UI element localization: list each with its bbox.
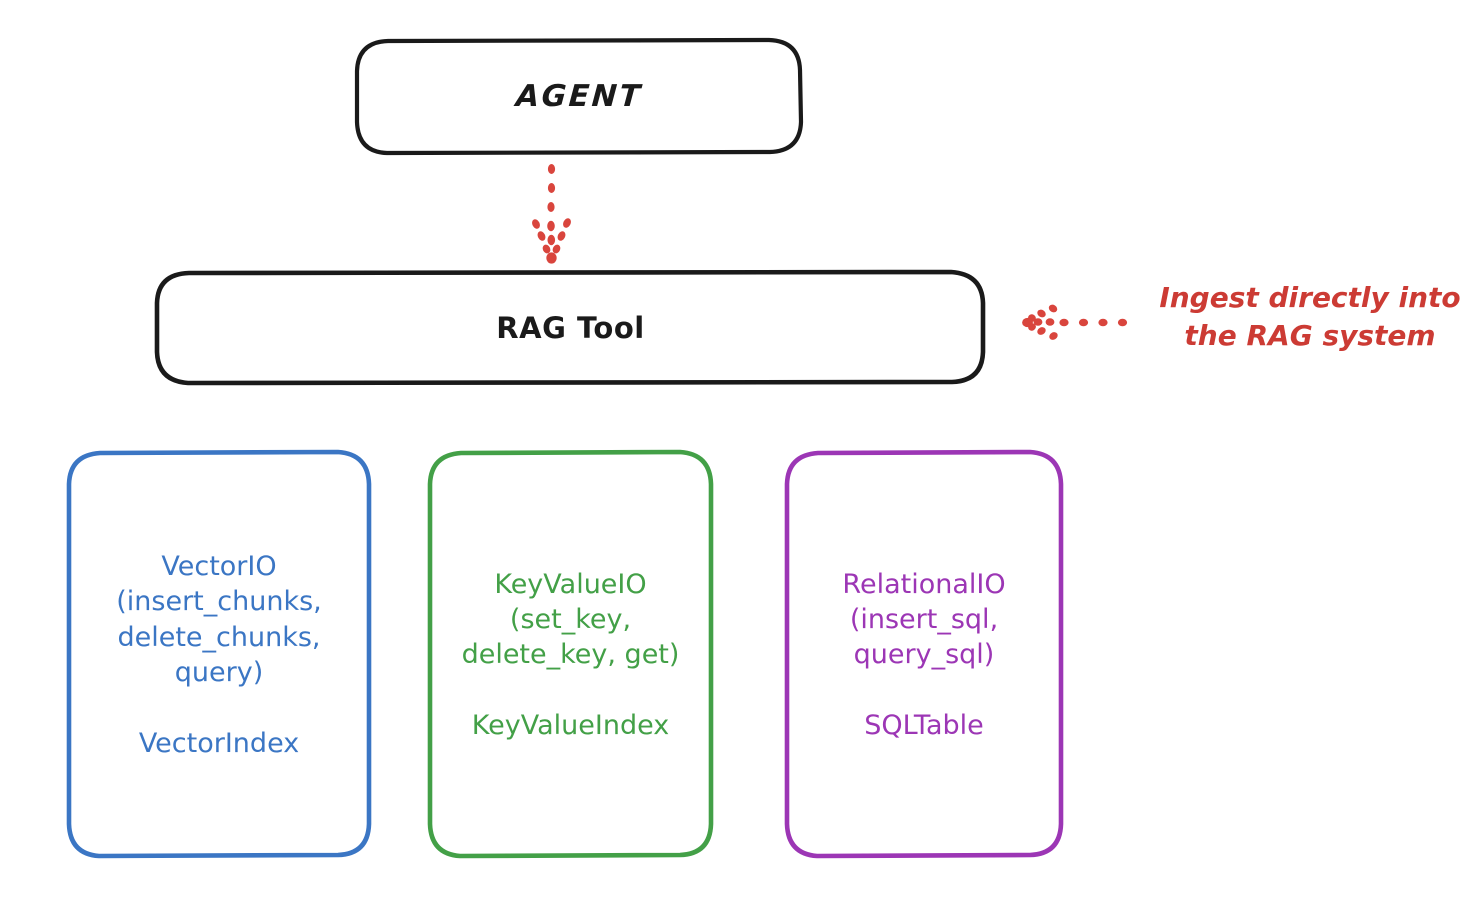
key-value-io-title: KeyValueIO (set_key, delete_key, get) <box>461 568 680 671</box>
vector-io-node[interactable]: VectorIO (insert_chunks, delete_chunks, … <box>69 452 369 856</box>
relational-io-box-outline <box>784 449 1064 859</box>
ingest-annotation-text: Ingest directly into the RAG system <box>1159 281 1461 352</box>
ingest-arrow-connector <box>1022 304 1128 340</box>
rag-tool-label: RAG Tool <box>496 310 645 345</box>
agent-box-outline <box>354 37 804 156</box>
sql-table-label: SQLTable <box>864 710 984 742</box>
agent-to-rag-tool-connector <box>532 164 571 264</box>
vector-io-box-outline <box>66 449 372 859</box>
key-value-index-label: KeyValueIndex <box>471 710 670 742</box>
vector-index-label: VectorIndex <box>138 727 300 759</box>
vector-io-title: VectorIO (insert_chunks, delete_chunks, … <box>116 551 322 688</box>
relational-io-node[interactable]: RelationalIO (insert_sql, query_sql) SQL… <box>787 452 1061 856</box>
key-value-io-node[interactable]: KeyValueIO (set_key, delete_key, get) Ke… <box>430 452 711 856</box>
relational-io-title: RelationalIO (insert_sql, query_sql) <box>842 568 1006 671</box>
key-value-io-box-outline <box>427 449 714 859</box>
rag-tool-node[interactable]: RAG Tool <box>157 272 984 383</box>
agent-label: AGENT <box>514 79 644 114</box>
rag-tool-box-outline <box>154 269 986 386</box>
agent-node[interactable]: AGENT <box>357 40 801 153</box>
